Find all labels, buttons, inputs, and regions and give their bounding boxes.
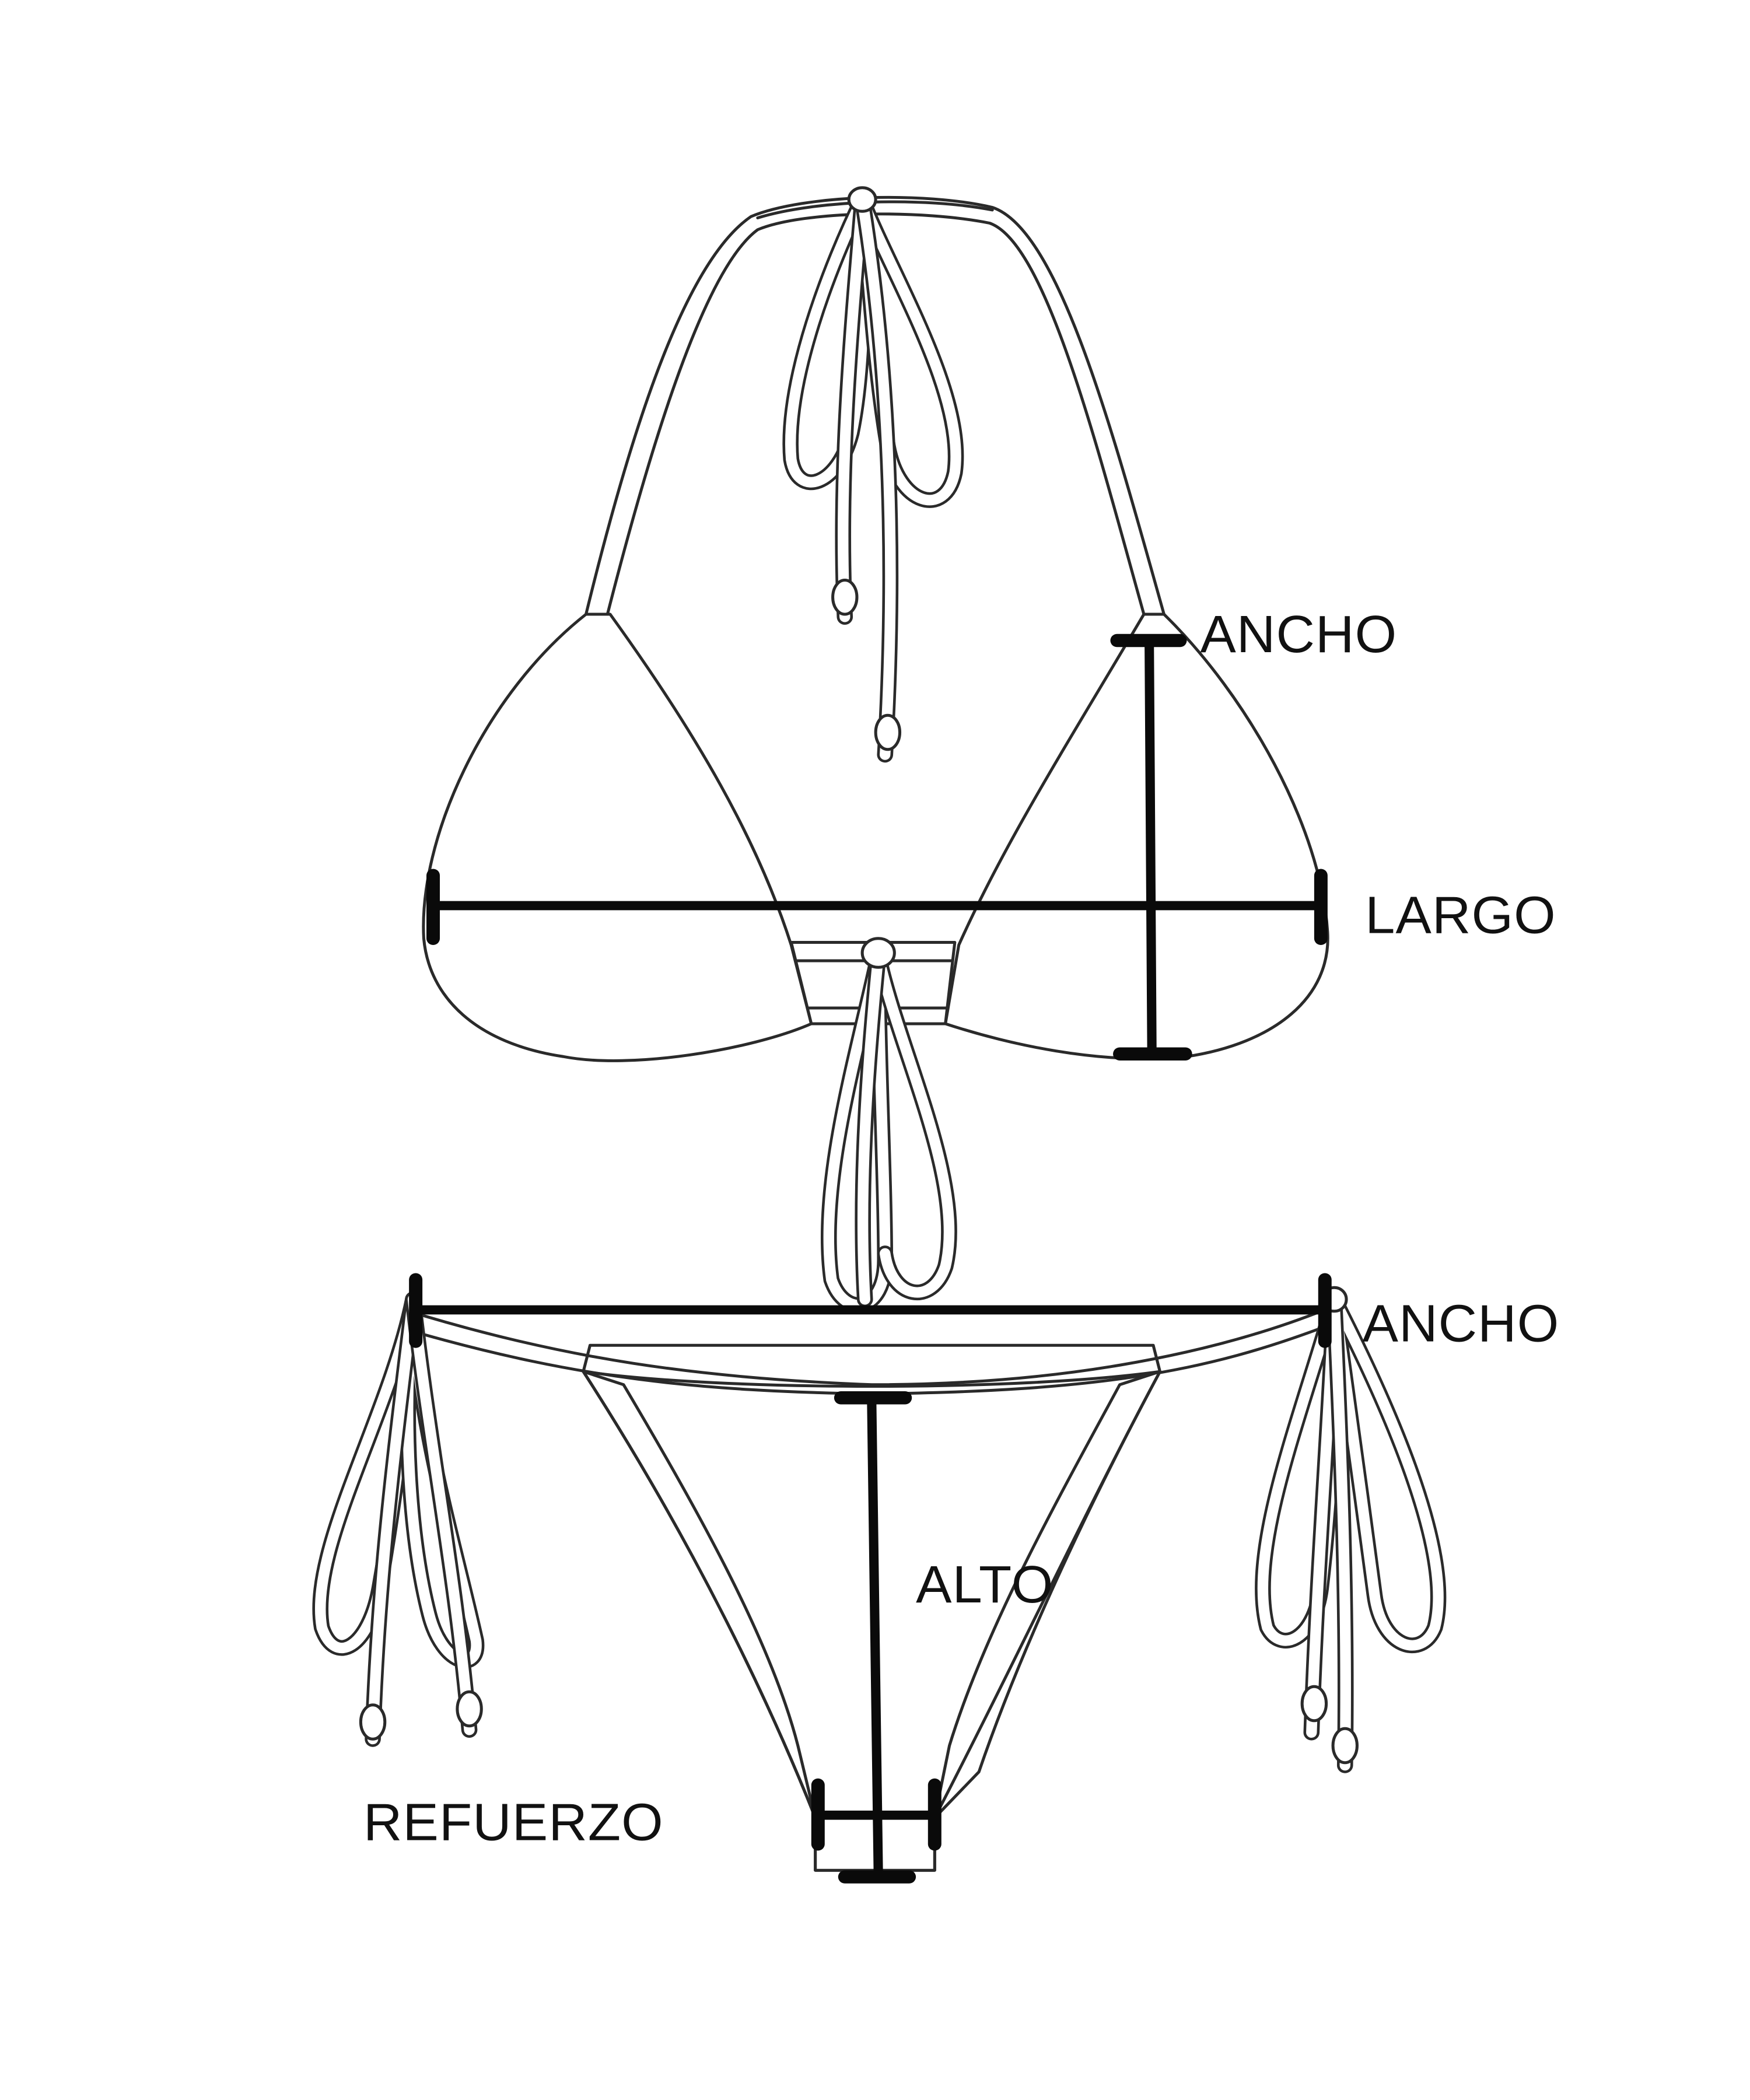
left-tie-end-knot bbox=[359, 1703, 387, 1741]
bottom-left-ties bbox=[312, 1292, 485, 1747]
top-right-cup bbox=[944, 612, 1329, 1060]
top-length-label: LARGO bbox=[1365, 887, 1556, 945]
top-width-label: ANCHO bbox=[1200, 606, 1397, 664]
top-center-knot bbox=[860, 937, 896, 969]
bottom-height-label: ALTO bbox=[916, 1556, 1054, 1614]
right-tie-end-knot bbox=[1331, 1727, 1359, 1765]
bottom-height-line bbox=[867, 1393, 883, 1882]
top-width-line bbox=[1144, 636, 1157, 1059]
bikini-top bbox=[422, 186, 1329, 1313]
bottom-front-panel bbox=[411, 1304, 1336, 1395]
right-tie-end-knot bbox=[1300, 1685, 1328, 1723]
top-neck-knot bbox=[847, 186, 877, 213]
reinforcement-label: REFUERZO bbox=[363, 1793, 664, 1852]
left-tie-end-knot bbox=[456, 1690, 483, 1728]
top-neck-ties bbox=[782, 186, 964, 763]
measurement-lines bbox=[409, 634, 1332, 1884]
top-tie-end-knot bbox=[831, 579, 859, 616]
bottom-width-label: ANCHO bbox=[1363, 1294, 1560, 1353]
top-tie-end-knot bbox=[874, 713, 902, 751]
top-center-ties bbox=[820, 937, 957, 1313]
top-left-cup bbox=[422, 612, 813, 1062]
bottom-right-ties bbox=[1255, 1286, 1447, 1773]
